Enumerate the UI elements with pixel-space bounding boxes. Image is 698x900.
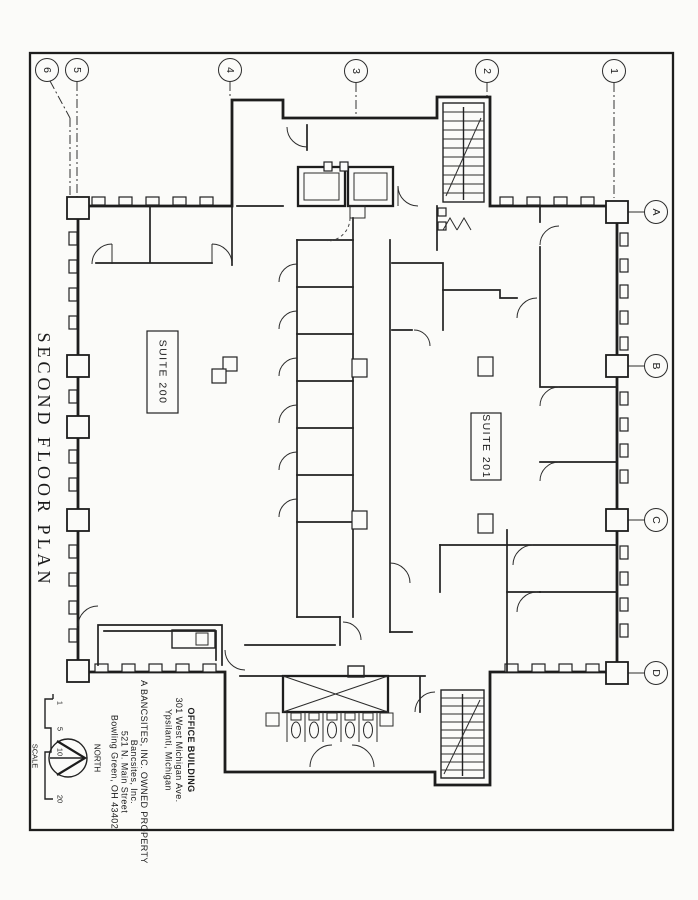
north-label: NORTH [93,744,102,773]
address-line: Bowling Green, OH 43402 [110,715,120,829]
address-line: OFFICE BUILDING [186,708,196,793]
suite-201-text: SUITE 201 [480,414,492,479]
suite-200-label: SUITE 200 [146,330,179,414]
grid-bubble-3 [344,59,368,83]
grid-bubble-1-label: 1 [608,68,620,74]
interior-walls [95,124,618,713]
door-arcs [77,126,560,768]
suite-200-text: SUITE 200 [157,340,169,405]
grid-bubble-3-label: 3 [350,68,362,74]
grid-bubble-c-label: C [650,516,662,524]
grid-leader-lines [49,80,615,198]
grid-bubble-6-label: 6 [41,67,53,73]
address-line: 521 N. Main Street [120,731,130,813]
elevator-call-pedestal [349,205,366,219]
address-line: A BANCSITES, INC. OWNED PROPERTY [139,680,149,864]
suite-201-label: SUITE 201 [470,412,502,481]
stair-south [440,689,485,779]
address-line: Ypsilanti, Michigan [164,709,174,791]
sheet-border [28,51,675,832]
stair-north [442,102,485,203]
scale-tick-20: 20 [56,795,65,803]
scale-tick-5: 5 [56,727,65,731]
scale-label: SCALE [31,744,40,769]
page-title: SECOND FLOOR PLAN [34,332,54,587]
grid-bubble-6 [35,58,59,82]
grid-bubble-4-label: 4 [224,67,236,73]
dashed-door-swing [326,217,351,242]
grid-bubble-2-label: 2 [481,68,493,74]
grid-bubble-1 [602,59,626,83]
grid-bubble-d [644,661,668,685]
grid-row-leaders [625,211,644,674]
scale-bar: 1 5 10 20 SCALE [31,694,65,803]
scale-tick-1: 1 [56,701,65,705]
restroom-fixtures [265,712,394,742]
kitchen-counter [171,629,216,649]
grid-bubble-5 [65,58,89,82]
elevator-shaft-x [281,665,390,714]
grid-bubble-a [644,200,668,224]
grid-bubble-2 [475,59,499,83]
interior-columns [211,356,494,534]
address-block: OFFICE BUILDING 301 West Michigan Ave. Y… [110,680,197,864]
grid-bubble-4 [218,58,242,82]
sink-left [265,712,280,727]
column-ticks [68,196,629,673]
grid-bubble-5-label: 5 [71,67,83,73]
grid-bubble-b [644,354,668,378]
sink-right [379,712,394,727]
scale-tick-10: 10 [56,748,65,756]
grid-bubble-a-label: A [650,208,662,215]
wall-columns [66,196,629,685]
address-line: 301 West Michigan Ave. [174,697,184,802]
grid-bubble-c [644,508,668,532]
grid-bubbles: 6 5 4 3 2 1 A B C D [35,58,668,685]
north-arrow: NORTH [48,738,102,778]
grid-bubble-b-label: B [650,362,662,369]
address-line: Bancsites, Inc. [129,740,139,805]
double-door-marks [442,217,472,231]
grid-bubble-d-label: D [650,669,662,677]
elevator-bank [296,161,395,219]
